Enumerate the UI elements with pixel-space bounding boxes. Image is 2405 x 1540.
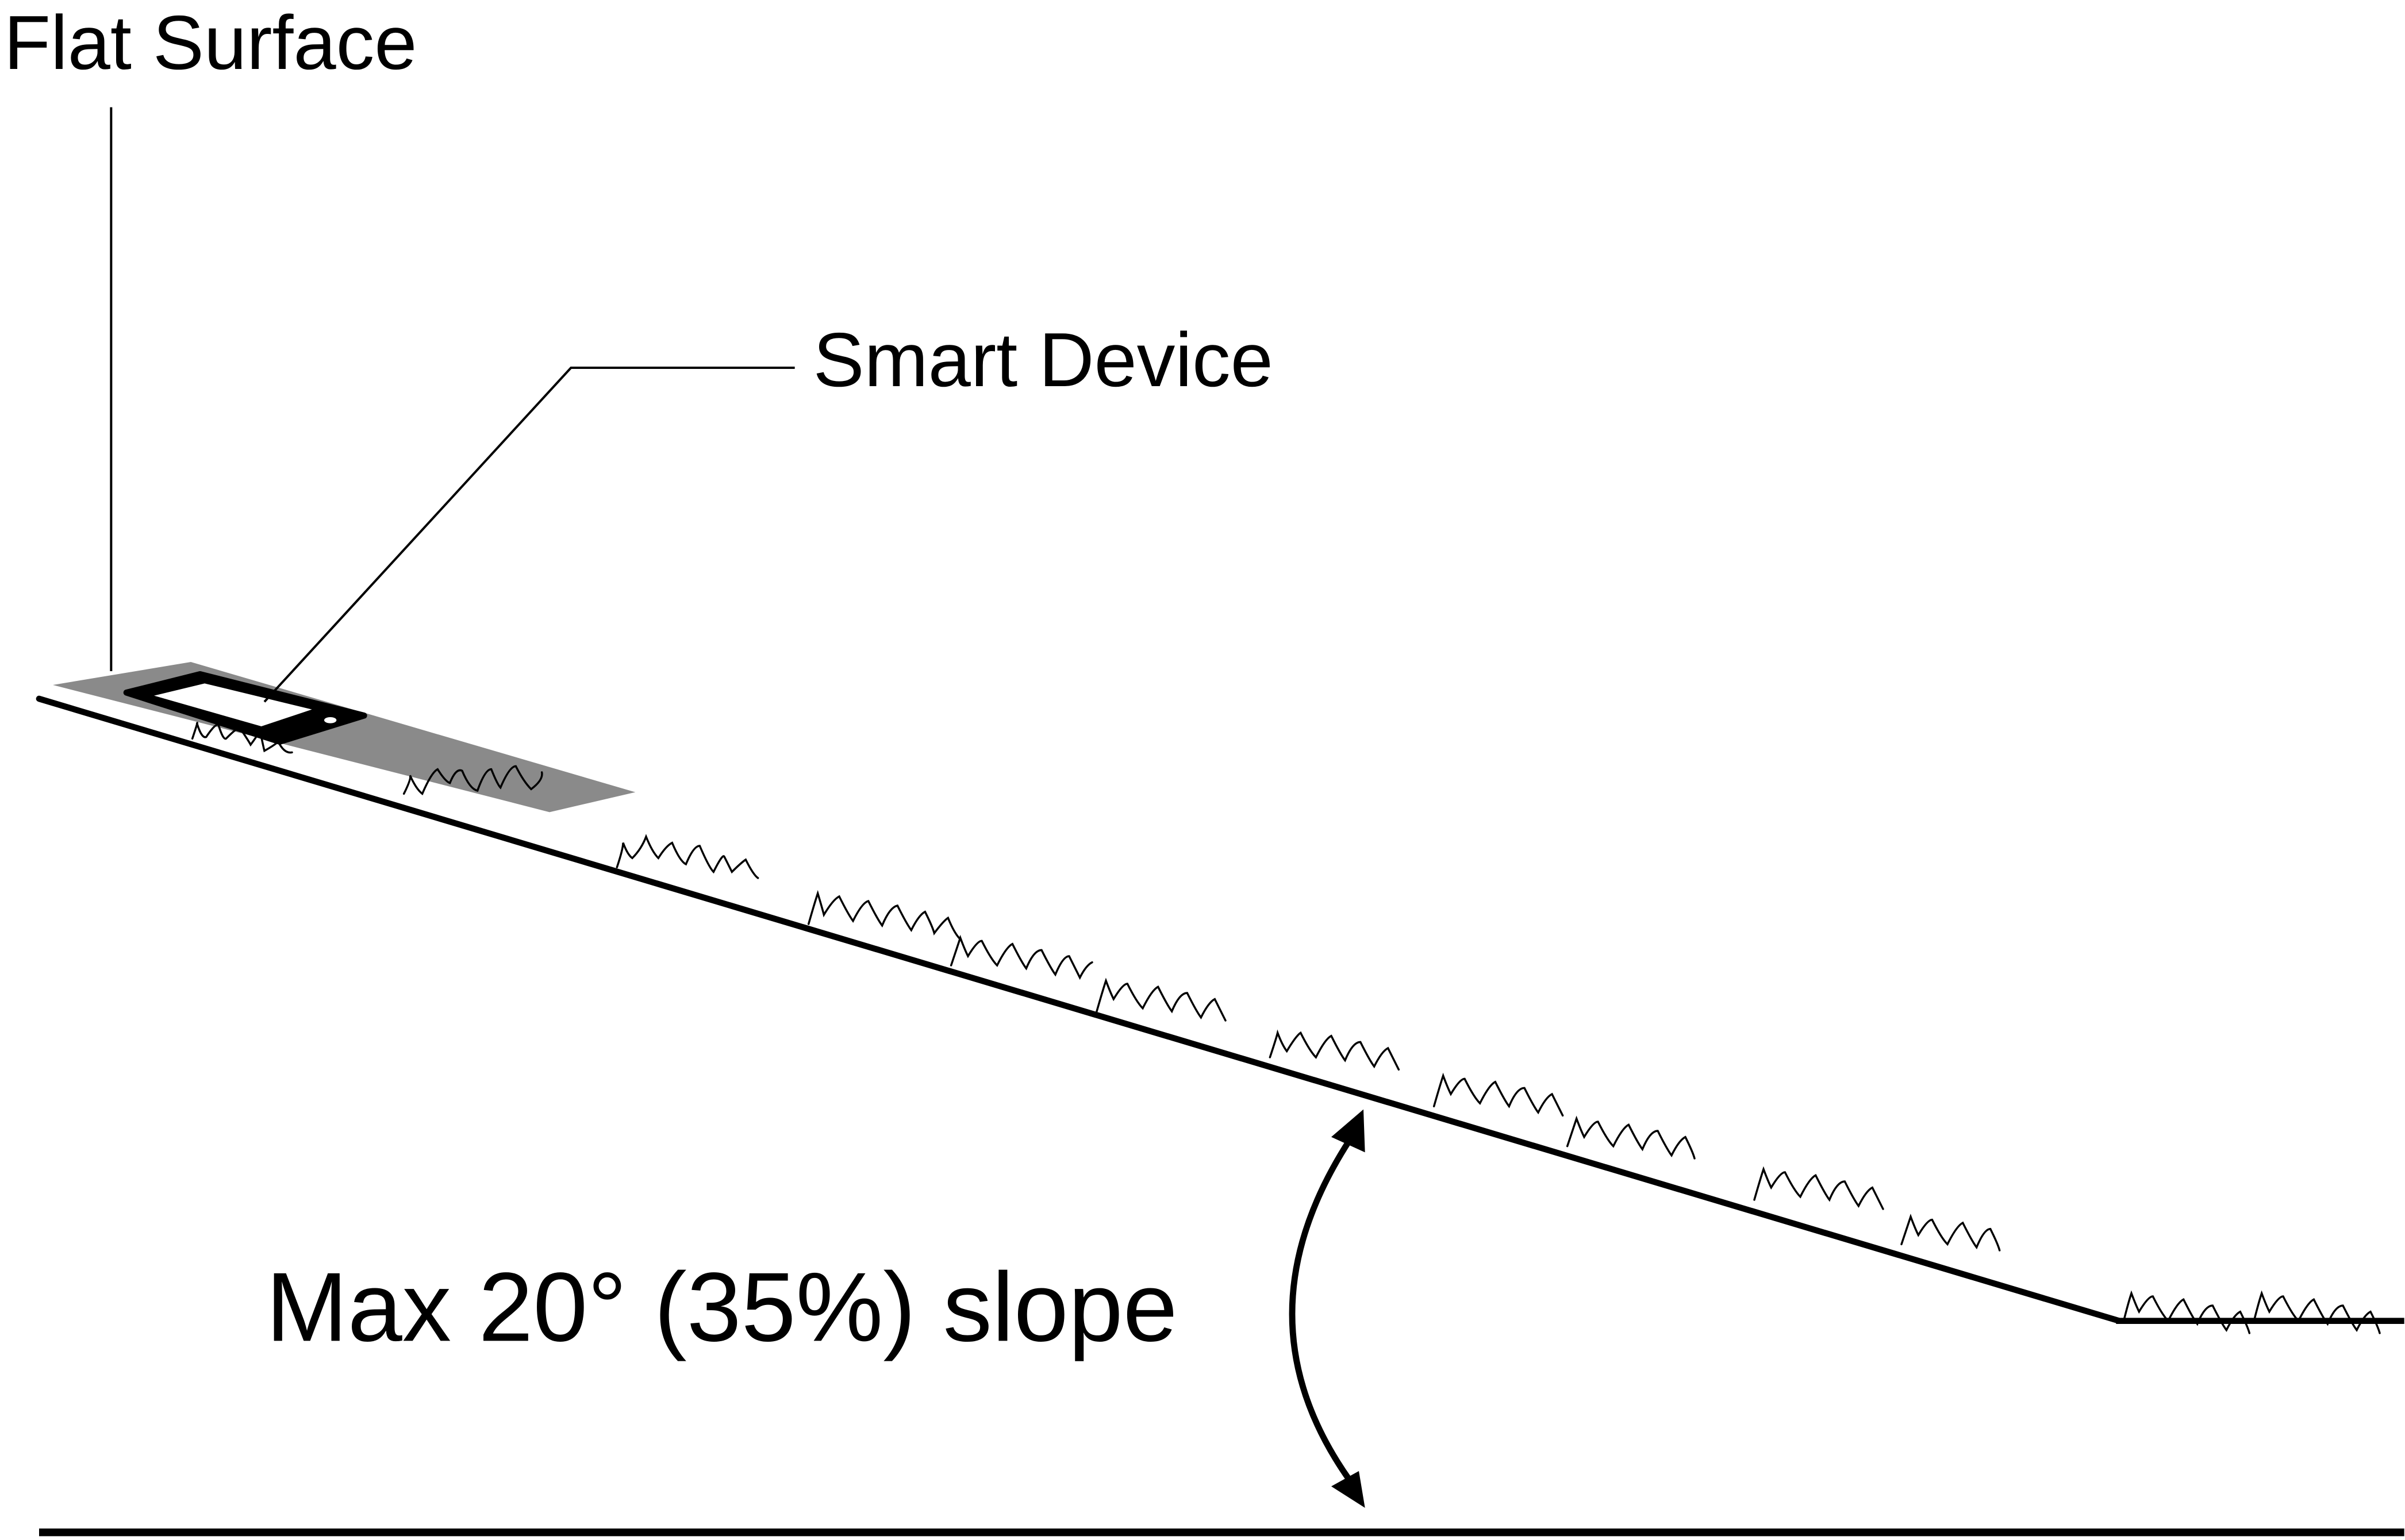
slope-ground-line — [36, 695, 2122, 1324]
grass-tuft — [1096, 977, 1227, 1022]
smart-device-label: Smart Device — [813, 317, 1273, 403]
grass-tuft — [191, 722, 293, 754]
grass-tuft — [1566, 1115, 1696, 1160]
angle-arc — [1289, 1138, 1353, 1483]
grass-tuft — [2253, 1290, 2381, 1334]
grass-tuft — [1753, 1166, 1884, 1210]
grass-tuft — [2122, 1290, 2251, 1334]
grass-tuft — [616, 834, 759, 879]
smart-device-home-button — [324, 717, 337, 723]
grass-tuft — [1432, 1072, 1564, 1117]
grass-tuft — [402, 765, 543, 796]
grass-tufts — [191, 722, 2381, 1334]
smart-device-screen — [154, 683, 312, 726]
flat-surface-label: Flat Surface — [4, 0, 417, 86]
grass-tuft — [1900, 1214, 2001, 1252]
grass-tuft — [950, 934, 1093, 980]
slope-label: Max 20° (35%) slope — [266, 1253, 1178, 1362]
angle-arrow — [1289, 1109, 1365, 1508]
arrowhead-up — [1331, 1109, 1365, 1153]
smart-device-leader-line — [263, 367, 795, 703]
grass-tuft — [807, 890, 962, 941]
grass-tuft — [1269, 1029, 1400, 1071]
arrowhead-down — [1331, 1471, 1365, 1508]
smart-device — [123, 671, 367, 745]
